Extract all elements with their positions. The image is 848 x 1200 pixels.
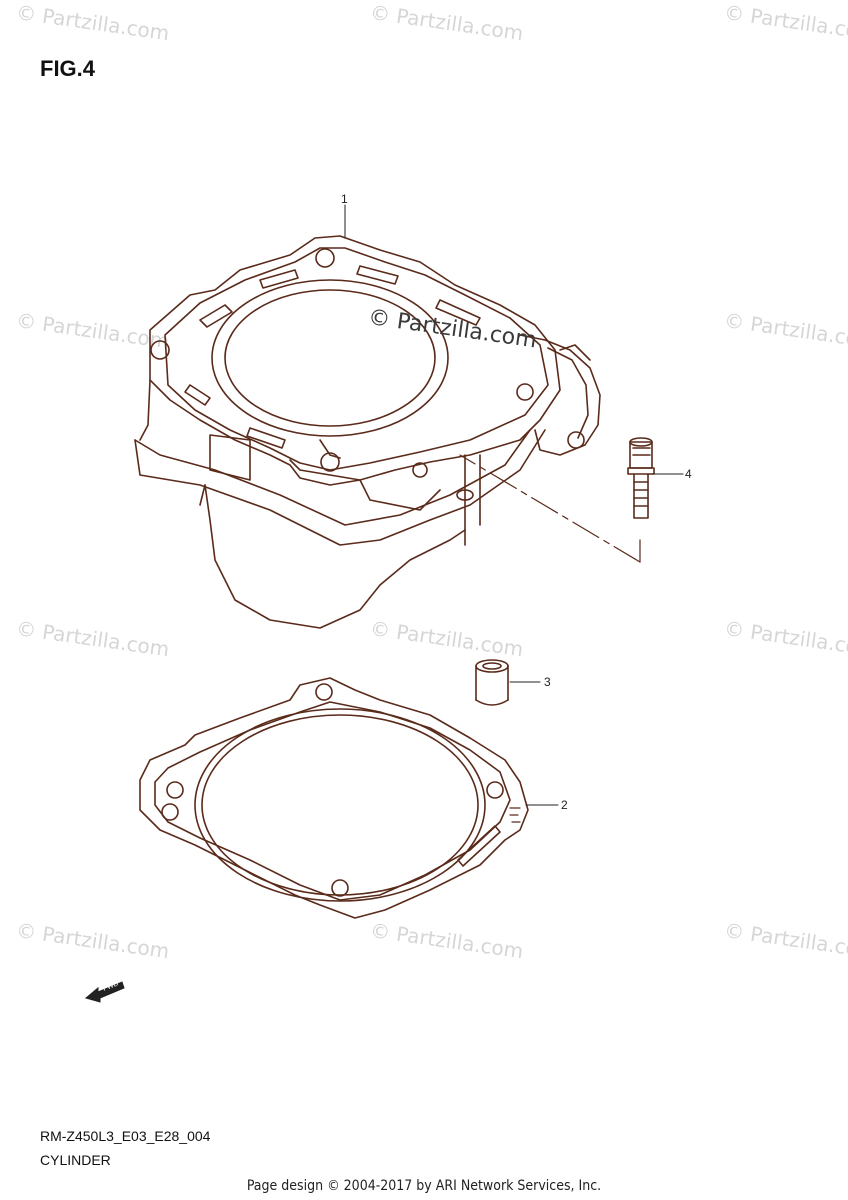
dowel-pin-part[interactable] — [475, 659, 509, 706]
bolt-part[interactable] — [627, 437, 655, 519]
page-footer: Page design © 2004-2017 by ARI Network S… — [246, 1178, 602, 1194]
cylinder-part[interactable] — [134, 235, 601, 629]
callout-4[interactable]: 4 — [685, 467, 692, 481]
callout-3[interactable]: 3 — [544, 675, 551, 689]
forward-arrow-icon: FWD — [84, 976, 128, 1011]
diagram-caption: CYLINDER — [40, 1152, 111, 1168]
figure-title: FIG.4 — [40, 56, 96, 81]
diagram-code: RM-Z450L3_E03_E28_004 — [40, 1128, 211, 1144]
gasket-part[interactable] — [139, 677, 529, 919]
callout-1[interactable]: 1 — [341, 192, 348, 206]
callout-2[interactable]: 2 — [561, 798, 568, 812]
